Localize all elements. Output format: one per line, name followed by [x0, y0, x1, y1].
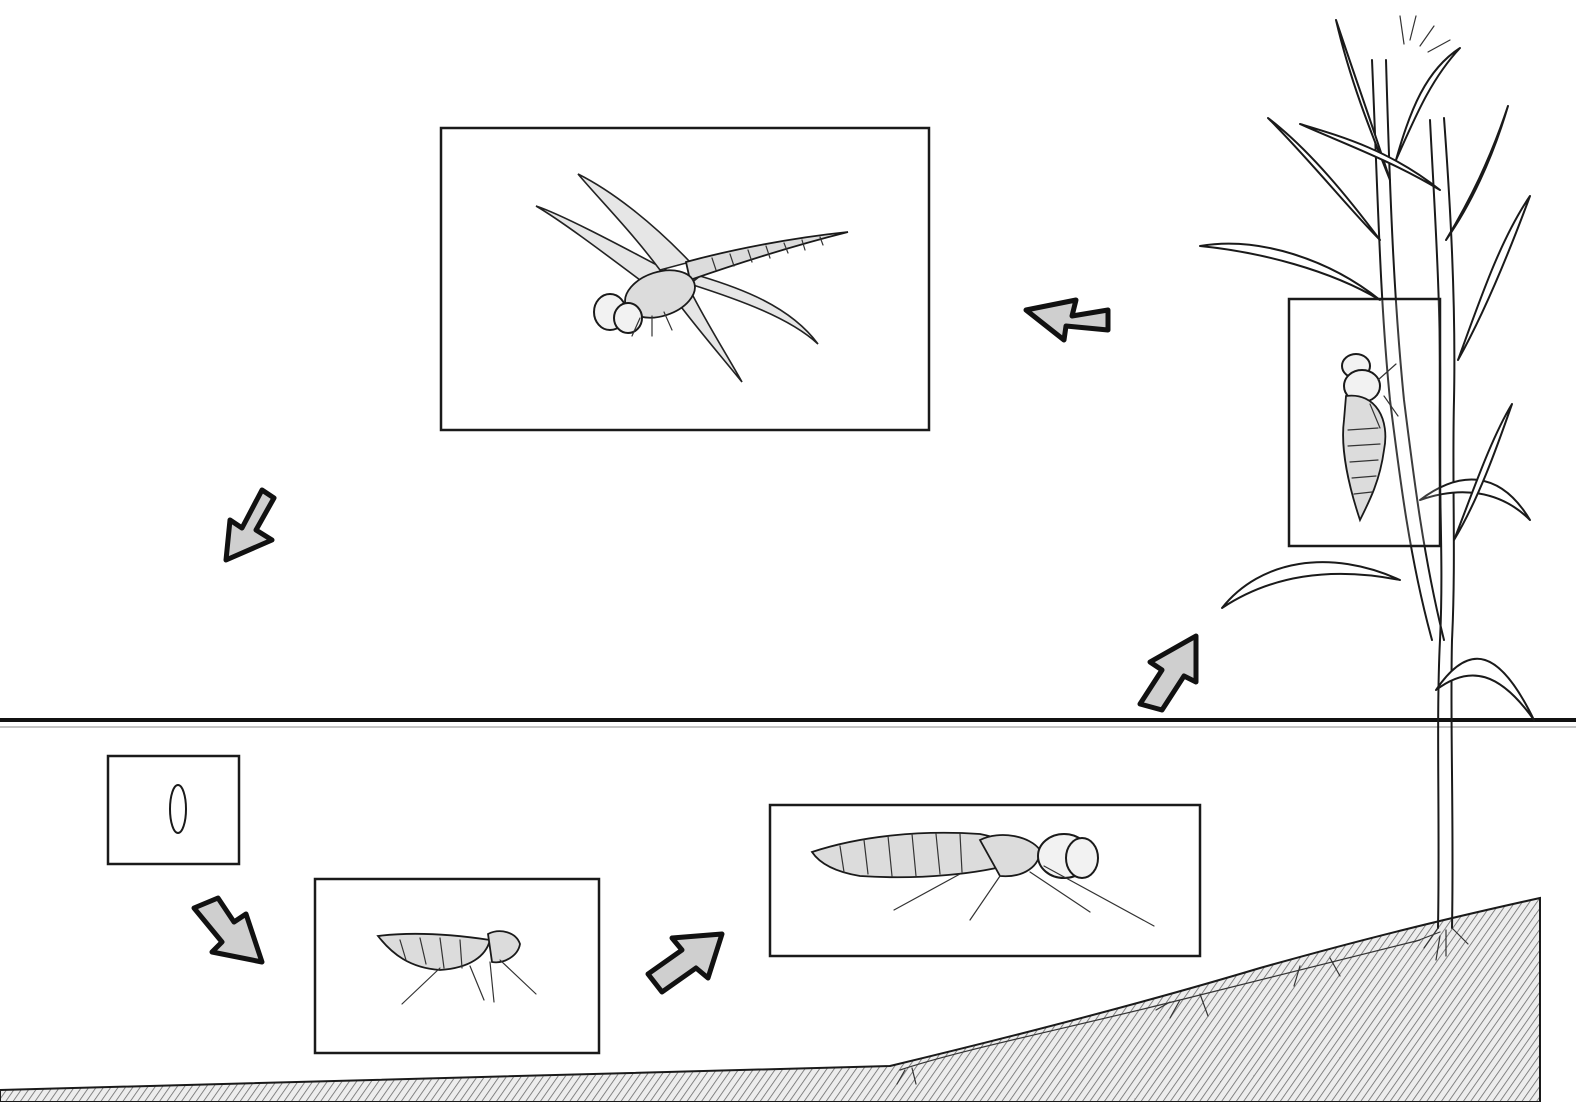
older-nymph-frame — [770, 805, 1200, 956]
arrow-young-to-older-nymph — [648, 934, 722, 992]
water-surface-line — [0, 720, 1576, 727]
arrow-emerging-to-adult — [1026, 300, 1108, 340]
egg-frame — [108, 756, 239, 864]
arrow-older-nymph-to-emerging-adult — [1140, 636, 1196, 710]
arrow-egg-to-young-nymph — [194, 898, 262, 962]
arrow-adult-to-egg — [226, 490, 274, 560]
